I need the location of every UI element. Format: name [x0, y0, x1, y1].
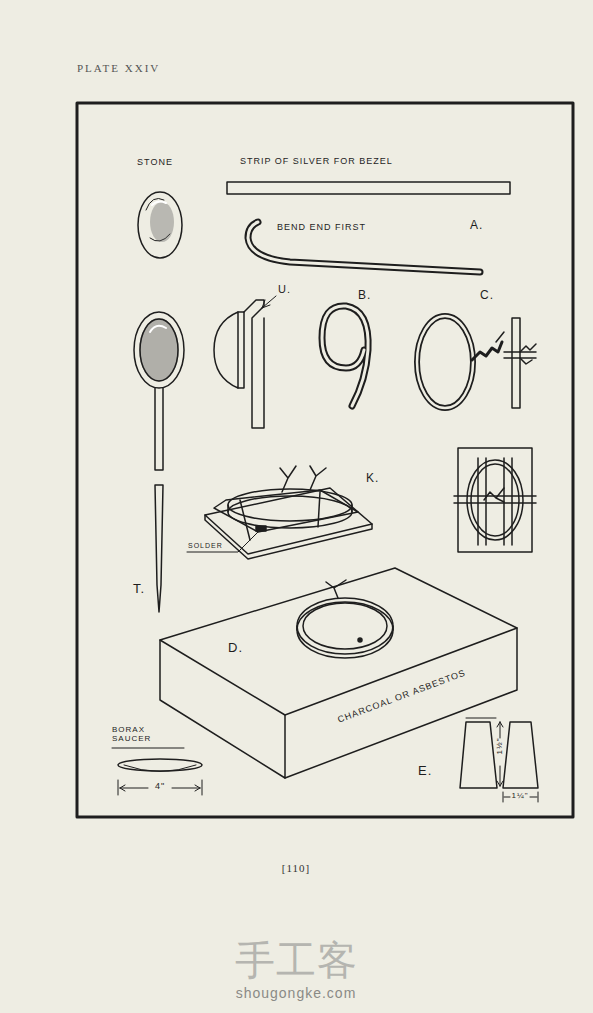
figure-letter: T.: [133, 582, 145, 596]
bezel-side-view: [214, 296, 276, 428]
silver-strip: [227, 182, 510, 194]
figure-letter: E.: [418, 764, 432, 778]
part-name: SOLDER: [188, 542, 223, 550]
figure-letter: C.: [480, 289, 494, 302]
part-name: BORAX SAUCER: [112, 726, 164, 744]
plate-frame: [77, 103, 573, 817]
tapered-blocks: [460, 718, 538, 802]
watermark: shougongke.com: [236, 986, 357, 1001]
figure-letter: A.: [470, 219, 483, 232]
bezel-wired: [417, 316, 536, 408]
bent-strip: [248, 222, 480, 272]
watermark: 手工客: [235, 938, 358, 982]
part-name: STRIP OF SILVER FOR BEZEL: [240, 157, 393, 167]
figure-letter: K.: [366, 472, 379, 485]
note: BEND END FIRST: [277, 223, 366, 233]
figure-letter: B.: [358, 289, 371, 302]
figure-letter: U.: [278, 283, 291, 295]
stone-figure: [138, 192, 182, 258]
dimension: 1½": [496, 738, 505, 755]
page-number: [110]: [282, 862, 310, 874]
borax-saucer: [112, 748, 202, 795]
part-name: STONE: [137, 158, 173, 168]
soldering-top-view: [454, 448, 536, 552]
dimension: 4": [155, 782, 165, 792]
soldering-setup: [187, 466, 372, 559]
figure-letter: D.: [228, 641, 243, 655]
plate-title: PLATE XXIV: [77, 62, 160, 74]
dimension: 1¼": [512, 792, 529, 801]
stone-pin-figure: [134, 312, 184, 612]
bezel-loop: [322, 306, 368, 406]
